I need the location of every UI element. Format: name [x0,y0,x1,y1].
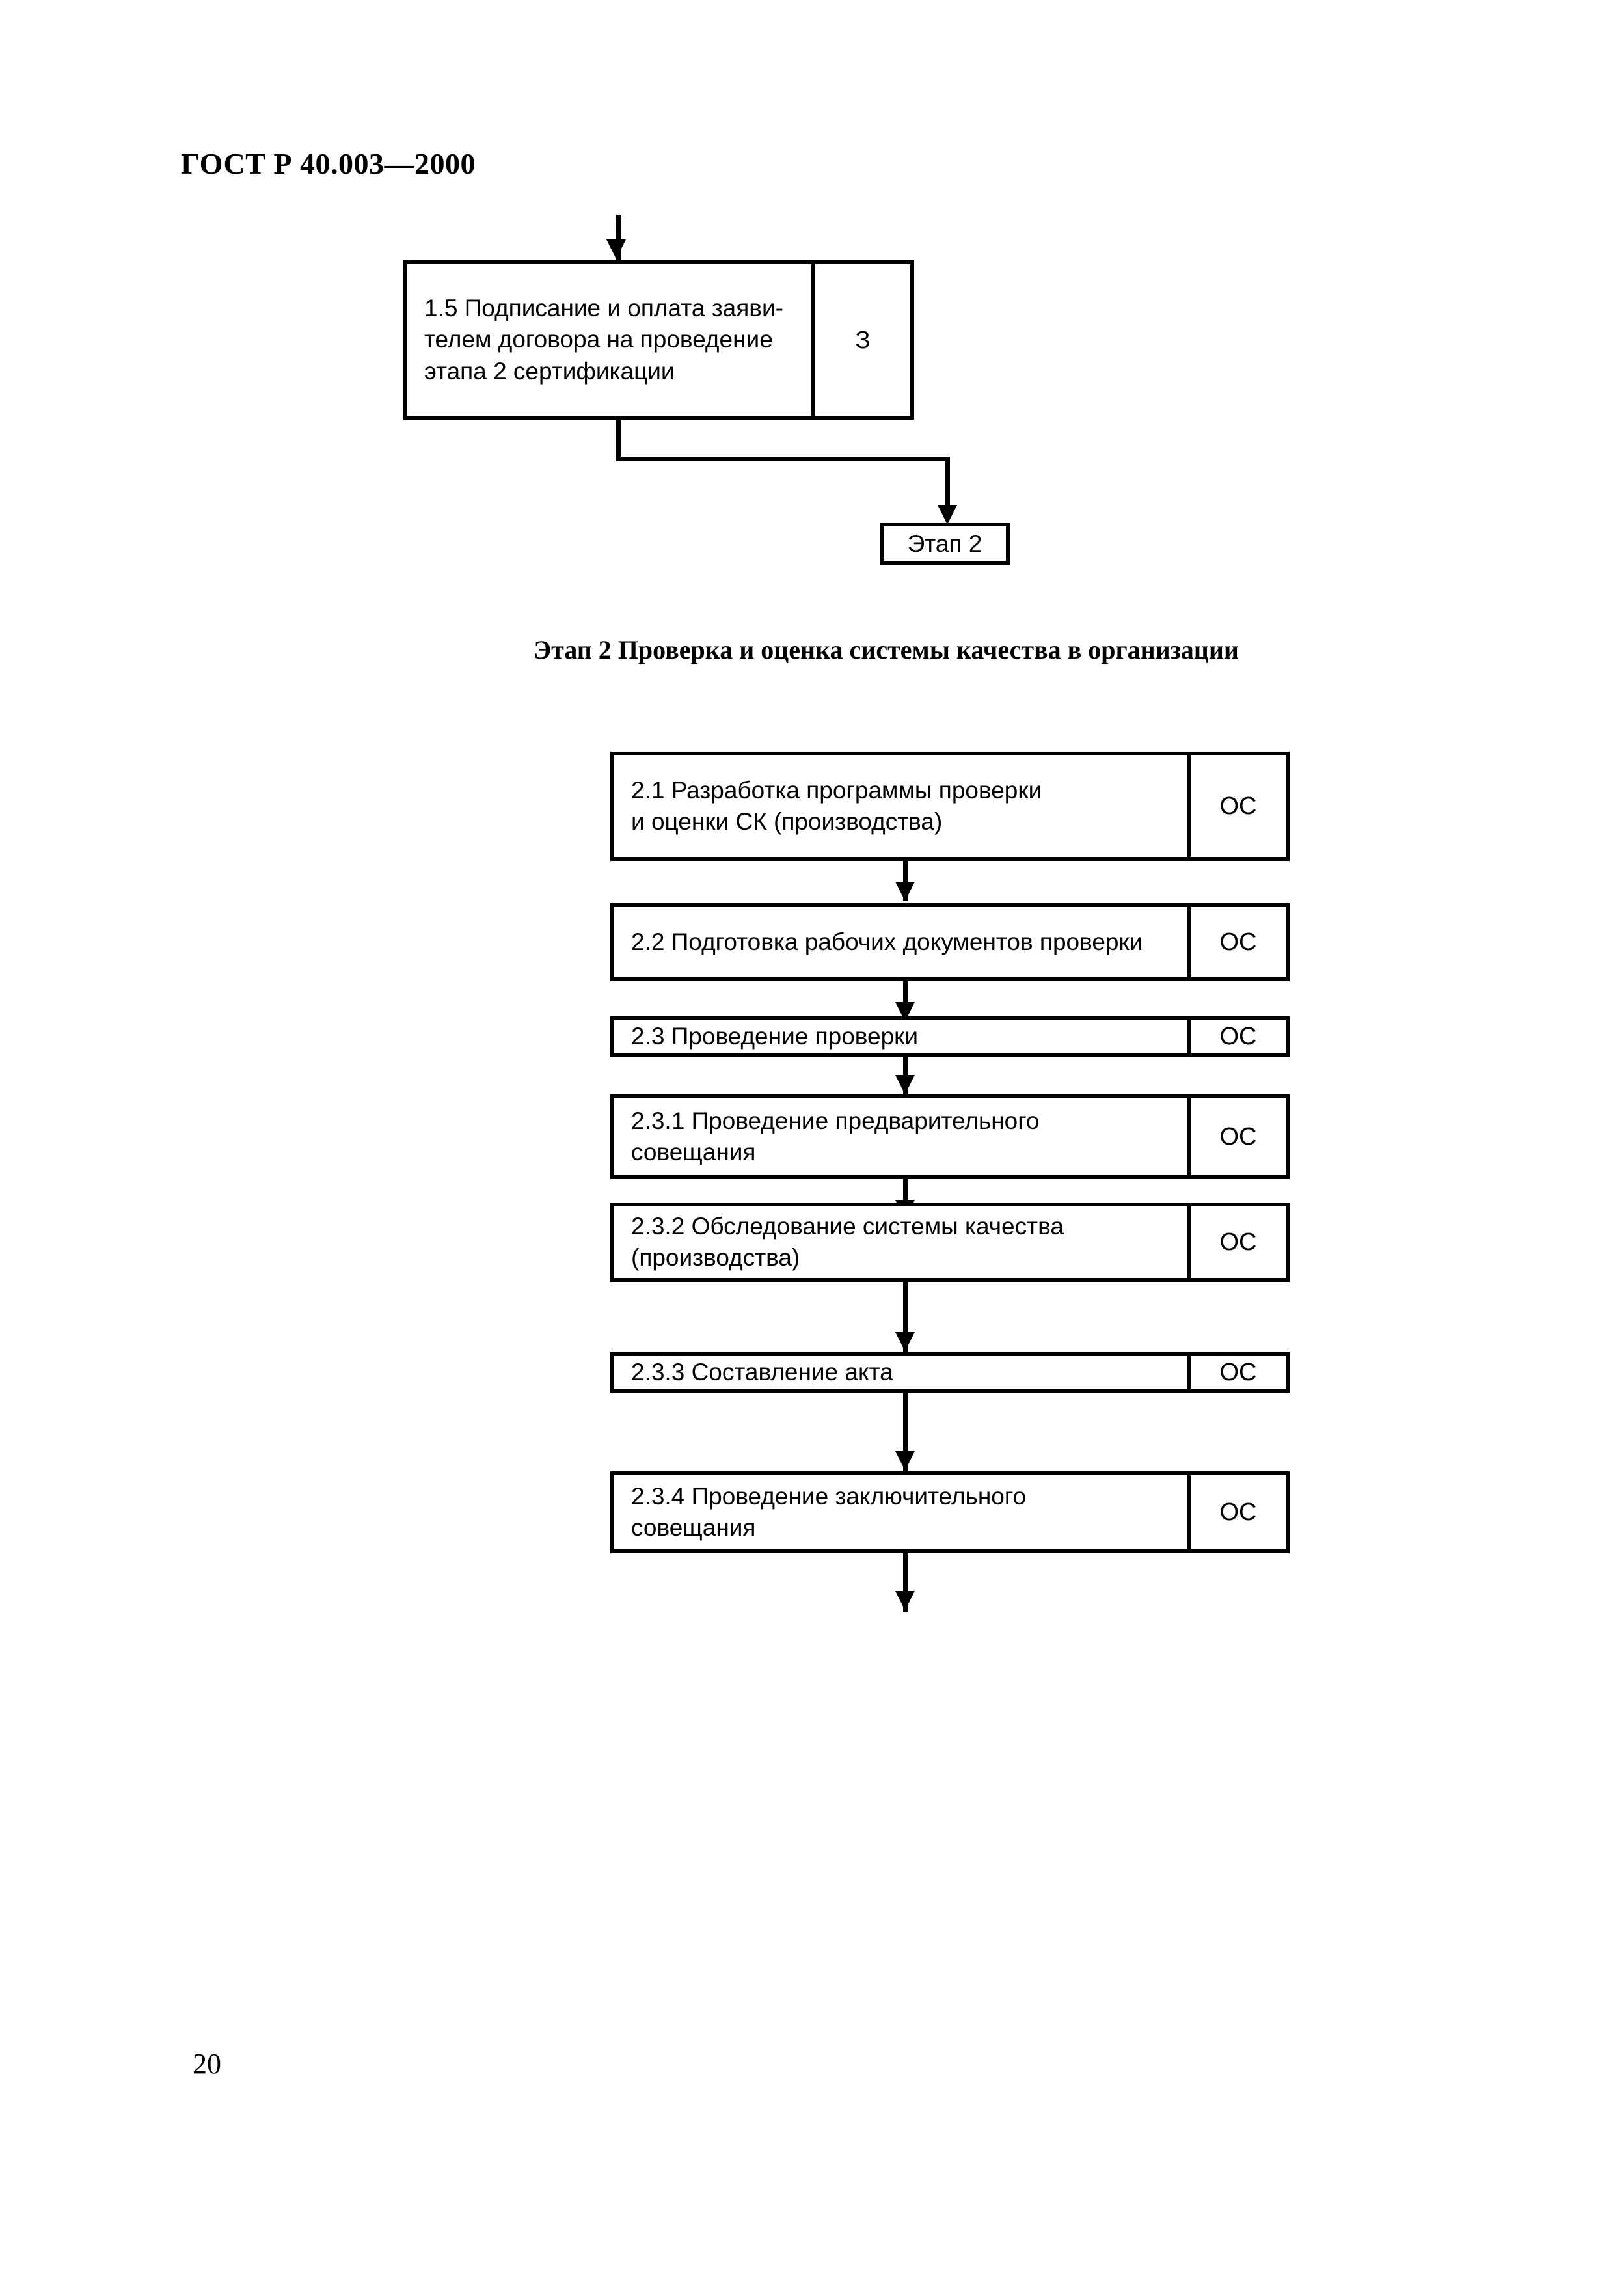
flow-step-2-1-body: 2.1 Разработка программы проверки и оцен… [614,755,1187,857]
flow-step-2-3-1-actor-text: ОС [1219,1123,1257,1150]
flow-step-2-3-1-body: 2.3.1 Проведение предварительного совеща… [614,1098,1187,1175]
flow-step-2-3-3-actor-text: ОС [1219,1359,1257,1386]
flow-step-2-3-1: 2.3.1 Проведение предварительного совеща… [610,1094,1290,1179]
arrow-head-2-3-4-continues [895,1591,915,1611]
arrow-head-2-3-to-2-3-1 [895,1075,915,1094]
flow-step-2-2: 2.2 Подготовка рабочих документов провер… [610,903,1290,981]
flow-step-2-3-4-body: 2.3.4 Проведение заключительного совещан… [614,1475,1187,1549]
flow-step-2-3-text: 2.3 Проведение проверки [631,1022,919,1050]
connector-2-2-to-2-3 [903,981,908,1022]
flow-step-2-2-text: 2.2 Подготовка рабочих документов провер… [631,928,1143,955]
connector-2-3-2-to-2-3-3 [903,1282,908,1353]
flow-step-2-3-4-actor-text: ОС [1219,1499,1257,1526]
connector-2-3-3-to-2-3-4 [903,1393,908,1472]
connector-2-3-1-to-2-3-2 [903,1179,908,1219]
flow-step-2-1-actor-text: ОС [1219,793,1257,820]
flow-step-2-3-1-text: 2.3.1 Проведение предварительного совеща… [631,1107,1040,1165]
flow-step-2-3-3-actor: ОС [1187,1356,1286,1389]
flow-step-2-2-body: 2.2 Подготовка рабочих документов провер… [614,907,1187,977]
stage-2-tag-text: Этап 2 [907,530,982,557]
flow-step-2-2-actor-text: ОС [1219,929,1257,956]
connector-2-1-to-2-2 [903,861,908,901]
arrow-head-2-1-to-2-2 [895,882,915,901]
flow-step-2-1-text: 2.1 Разработка программы проверки и оцен… [631,776,1042,835]
flow-step-2-3-4-text: 2.3.4 Проведение заключительного совещан… [631,1482,1027,1541]
flow-step-2-3-3-text: 2.3.3 Составление акта [631,1358,893,1385]
page-number: 20 [193,2048,221,2080]
stage-2-tag-box: Этап 2 [880,523,1010,565]
connector-2-3-4-continues [903,1553,908,1612]
flow-step-2-3-2-body: 2.3.2 Обследование системы качества (про… [614,1206,1187,1278]
document-header: ГОСТ Р 40.003—2000 [181,147,476,180]
flow-step-1-5-actor-text: З [855,326,871,354]
flow-step-2-3-2-text: 2.3.2 Обследование системы качества (про… [631,1212,1064,1271]
arrow-head-2-3-3-to-2-3-4 [895,1451,915,1471]
flow-step-1-5: 1.5 Подписание и оплата заяви- телем дог… [403,260,914,420]
flow-step-1-5-body: 1.5 Подписание и оплата заяви- телем дог… [407,264,811,416]
arrow-head-to-stage-2-tag [938,505,957,524]
connector-step-1-5-down [616,420,621,461]
flow-step-2-3-actor: ОС [1187,1020,1286,1053]
flow-step-2-2-actor: ОС [1187,907,1286,977]
flow-step-2-3-3-body: 2.3.3 Составление акта [614,1356,1187,1389]
flow-step-2-1: 2.1 Разработка программы проверки и оцен… [610,752,1290,861]
connector-step-1-5-right [616,457,950,461]
flow-step-2-3-2: 2.3.2 Обследование системы качества (про… [610,1203,1290,1282]
flow-step-2-3-3: 2.3.3 Составление акта ОС [610,1352,1290,1393]
flow-step-1-5-actor: З [811,264,910,416]
flow-step-2-3-2-actor: ОС [1187,1206,1286,1278]
flow-step-2-3-body: 2.3 Проведение проверки [614,1020,1187,1053]
arrow-head-into-step-1-5 [606,239,626,259]
connector-to-stage-2-tag [945,457,950,513]
flow-step-2-3-4: 2.3.4 Проведение заключительного совещан… [610,1471,1290,1553]
flow-step-2-1-actor: ОС [1187,755,1286,857]
arrow-head-2-3-2-to-2-3-3 [895,1332,915,1352]
flow-step-2-3: 2.3 Проведение проверки ОС [610,1016,1290,1057]
flow-step-2-3-2-actor-text: ОС [1219,1229,1257,1256]
flow-step-2-3-actor-text: ОС [1219,1023,1257,1050]
connector-into-step-1-5 [616,215,621,260]
stage-2-heading: Этап 2 Проверка и оценка системы качеств… [534,635,1239,664]
flow-step-2-3-4-actor: ОС [1187,1475,1286,1549]
flow-step-2-3-1-actor: ОС [1187,1098,1286,1175]
flow-step-1-5-text: 1.5 Подписание и оплата заяви- телем дог… [424,295,783,385]
